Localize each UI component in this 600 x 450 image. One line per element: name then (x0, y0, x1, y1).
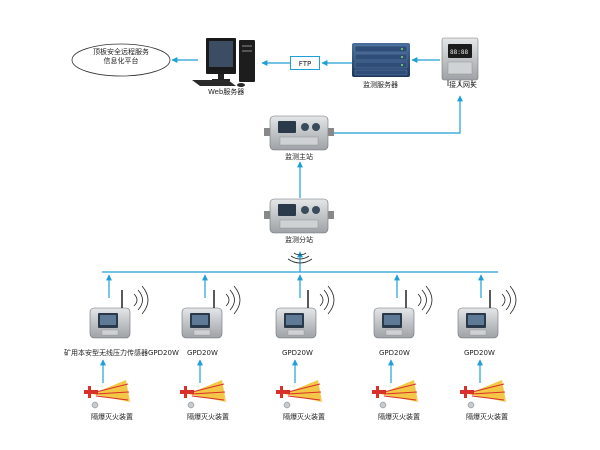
sensor-5-label: GPD20W (464, 349, 495, 357)
platform-label-line2: 信息化平台 (103, 57, 139, 65)
gateway-icon: 88:88 (441, 37, 479, 86)
fire-device-1-label: 隔爆灭火装置 (91, 413, 133, 421)
monitor-server-label: 监测服务器 (363, 81, 398, 89)
sensor-2-icon (181, 285, 241, 339)
sensor-1-label: 矿用本安型无线压力传感器GPD20W (64, 349, 179, 357)
platform-label-line1: 顶板安全远程服务 (93, 48, 149, 56)
connector-lines (100, 57, 498, 383)
svg-text:88:88: 88:88 (450, 49, 468, 56)
fire-device-5-label: 隔爆灭火装置 (466, 413, 508, 421)
sensor-4-label: GPD20W (379, 349, 410, 357)
main-station-label: 监测主站 (285, 153, 313, 161)
fire-device-5-icon (460, 380, 506, 409)
sub-station-icon (264, 198, 334, 234)
gateway-label: 接入网关 (449, 81, 477, 89)
fire-device-3-icon (276, 380, 322, 409)
fire-device-1-icon (84, 380, 130, 409)
sensor-4-icon (373, 285, 433, 339)
fire-device-4-label: 隔爆灭火装置 (378, 413, 420, 421)
fire-device-2-label: 隔爆灭火装置 (187, 413, 229, 421)
sensor-5-icon (457, 285, 517, 339)
arrow-main-to-gateway (326, 95, 463, 134)
sensor-3-icon (275, 285, 335, 339)
sub-station-label: 监测分站 (285, 236, 313, 244)
fire-device-3-label: 隔爆灭火装置 (283, 413, 325, 421)
sensor-1-icon (89, 285, 149, 339)
main-station-icon (264, 115, 334, 151)
ftp-box: FTP (290, 56, 320, 70)
platform-ellipse (71, 43, 171, 77)
monitor-server-icon (352, 43, 410, 77)
fire-device-4-icon (372, 380, 418, 409)
fire-device-2-icon (180, 380, 226, 409)
sensor-3-label: GPD20W (282, 349, 313, 357)
sub-station-signal-icon (287, 252, 313, 264)
web-server-icon (192, 38, 255, 87)
platform-label: 顶板安全远程服务 信息化平台 (71, 48, 171, 74)
sensor-2-label: GPD20W (187, 349, 218, 357)
web-server-label: Web服务器 (208, 88, 245, 96)
